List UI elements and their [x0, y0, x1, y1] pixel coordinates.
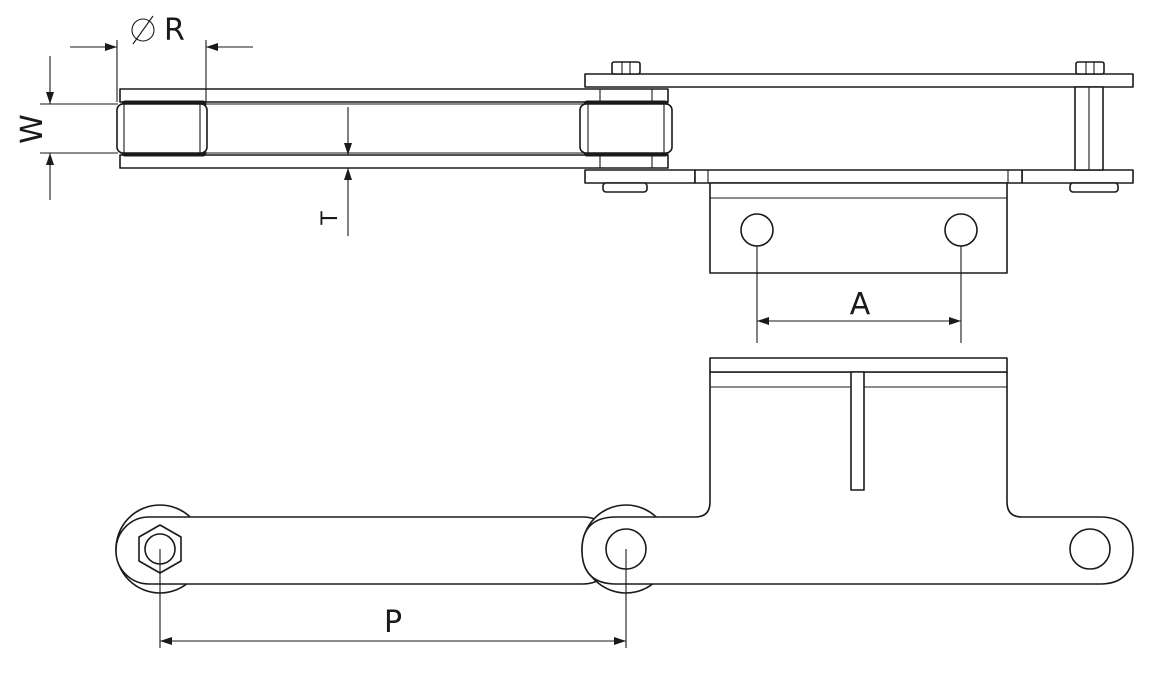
left-link-top-plate	[119, 88, 669, 103]
left-link-side-plate	[115, 516, 617, 585]
nut-bottom-right	[1069, 182, 1119, 193]
label-pitch: P	[384, 605, 402, 640]
left-link-bottom-plate	[119, 154, 669, 169]
left-roller	[116, 100, 208, 157]
dimension-roller-diameter: R	[70, 13, 253, 102]
dimension-pitch: P	[159, 549, 627, 648]
dimension-thickness: T	[318, 107, 352, 236]
dimension-hole-spacing: A	[756, 246, 962, 343]
label-roller-diameter: R	[164, 13, 185, 48]
dimension-width: W	[15, 56, 118, 200]
attachment-top-flange	[709, 357, 1008, 373]
right-link-bottom-plate-right	[1021, 169, 1134, 184]
attachment-bracket-top-view	[694, 169, 1023, 274]
label-thickness: T	[318, 211, 343, 226]
diameter-symbol-icon	[131, 18, 155, 42]
middle-roller	[579, 89, 673, 168]
attachment-stiffener	[850, 371, 865, 491]
right-pin-hole	[1069, 528, 1111, 570]
bolt-head-top-right	[1075, 61, 1105, 75]
right-link-top-plate	[584, 73, 1134, 88]
nut-bottom-left	[602, 182, 648, 193]
right-link-bottom-plate-left	[584, 169, 696, 184]
label-width: W	[15, 114, 50, 144]
bolt-head-top-left	[611, 61, 641, 75]
attachment-hole-left	[740, 213, 774, 247]
side-view	[115, 357, 1134, 594]
label-hole-spacing: A	[850, 287, 871, 322]
attachment-hole-right	[944, 213, 978, 247]
top-view	[116, 61, 1134, 274]
